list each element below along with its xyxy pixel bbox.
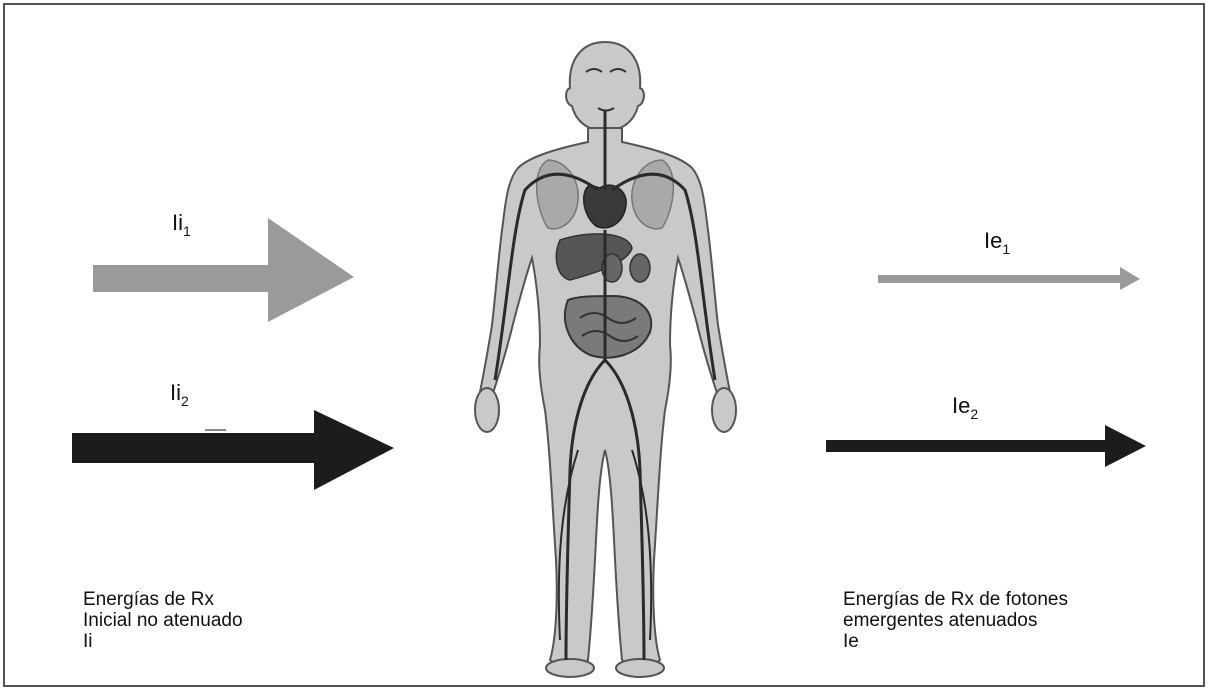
incident-beam-2-label: Ii2 bbox=[170, 382, 189, 404]
emergent-caption: Energías de Rx de fotones emergentes ate… bbox=[843, 589, 1068, 652]
incident-caption-line-2: Inicial no atenuado bbox=[83, 610, 243, 631]
incident-beam-2-label-sub: 2 bbox=[181, 393, 189, 409]
incident-beam-1-label-text: Ii bbox=[172, 210, 183, 235]
emergent-beam-2-label: Ie2 bbox=[952, 395, 978, 417]
incident-beam-1-label-sub: 1 bbox=[183, 223, 191, 239]
emergent-beam-1-label-text: Ie bbox=[984, 228, 1002, 253]
incident-caption-line-1: Energías de Rx bbox=[83, 589, 243, 610]
emergent-caption-line-1: Energías de Rx de fotones bbox=[843, 589, 1068, 610]
emergent-beam-2-label-text: Ie bbox=[952, 393, 970, 418]
emergent-arrow-2 bbox=[826, 425, 1146, 467]
emergent-beam-1-label-sub: 1 bbox=[1002, 241, 1010, 257]
incident-beam-1-label: Ii1 bbox=[172, 212, 191, 234]
emergent-caption-line-2: emergentes atenuados bbox=[843, 610, 1068, 631]
incident-caption-line-3: Ii bbox=[83, 631, 243, 652]
emergent-caption-line-3: Ie bbox=[843, 631, 1068, 652]
emergent-beam-2-label-sub: 2 bbox=[970, 406, 978, 422]
emergent-beam-1-label: Ie1 bbox=[984, 230, 1010, 252]
incident-arrow-2 bbox=[72, 410, 394, 490]
incident-beam-2-label-text: Ii bbox=[170, 380, 181, 405]
incident-arrow-1 bbox=[93, 218, 354, 322]
incident-caption: Energías de Rx Inicial no atenuado Ii bbox=[83, 589, 243, 652]
emergent-arrow-1 bbox=[878, 267, 1140, 290]
